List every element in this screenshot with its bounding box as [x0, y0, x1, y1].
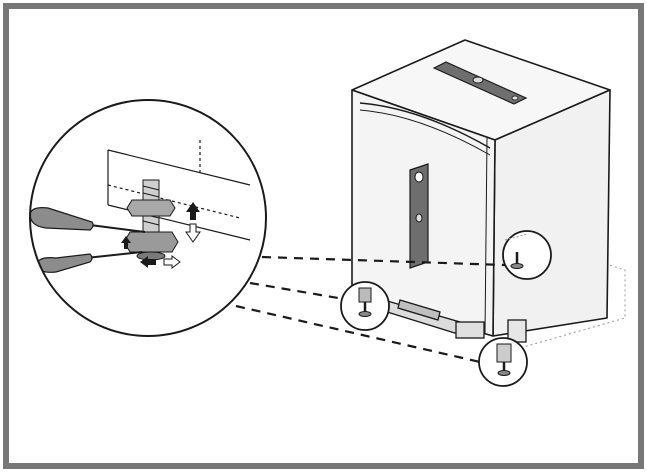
- arrow-up-small-icon: [121, 236, 131, 249]
- foot-callout-front-right: [478, 337, 528, 387]
- foot-callout-front-left: [340, 281, 390, 331]
- leader-line: [249, 281, 351, 302]
- arrow-down-icon: [185, 223, 201, 243]
- vertical-spirit-level-icon: [409, 163, 429, 269]
- appliance-base: [367, 295, 527, 343]
- arrow-up-icon: [186, 202, 200, 220]
- adjustable-foot: [123, 179, 179, 261]
- leader-lines: [235, 255, 506, 364]
- arrow-left-icon: [140, 256, 156, 268]
- leader-line: [261, 255, 506, 267]
- arrow-right-icon: [163, 255, 181, 269]
- detail-magnifier: [29, 99, 267, 337]
- foot-callout-rear: [502, 230, 552, 280]
- figure-frame: [3, 3, 644, 469]
- leader-line: [235, 304, 481, 364]
- door-handle-recess: [359, 102, 491, 149]
- spirit-level-icon: [432, 61, 528, 105]
- screwdriver-icon: [30, 207, 146, 233]
